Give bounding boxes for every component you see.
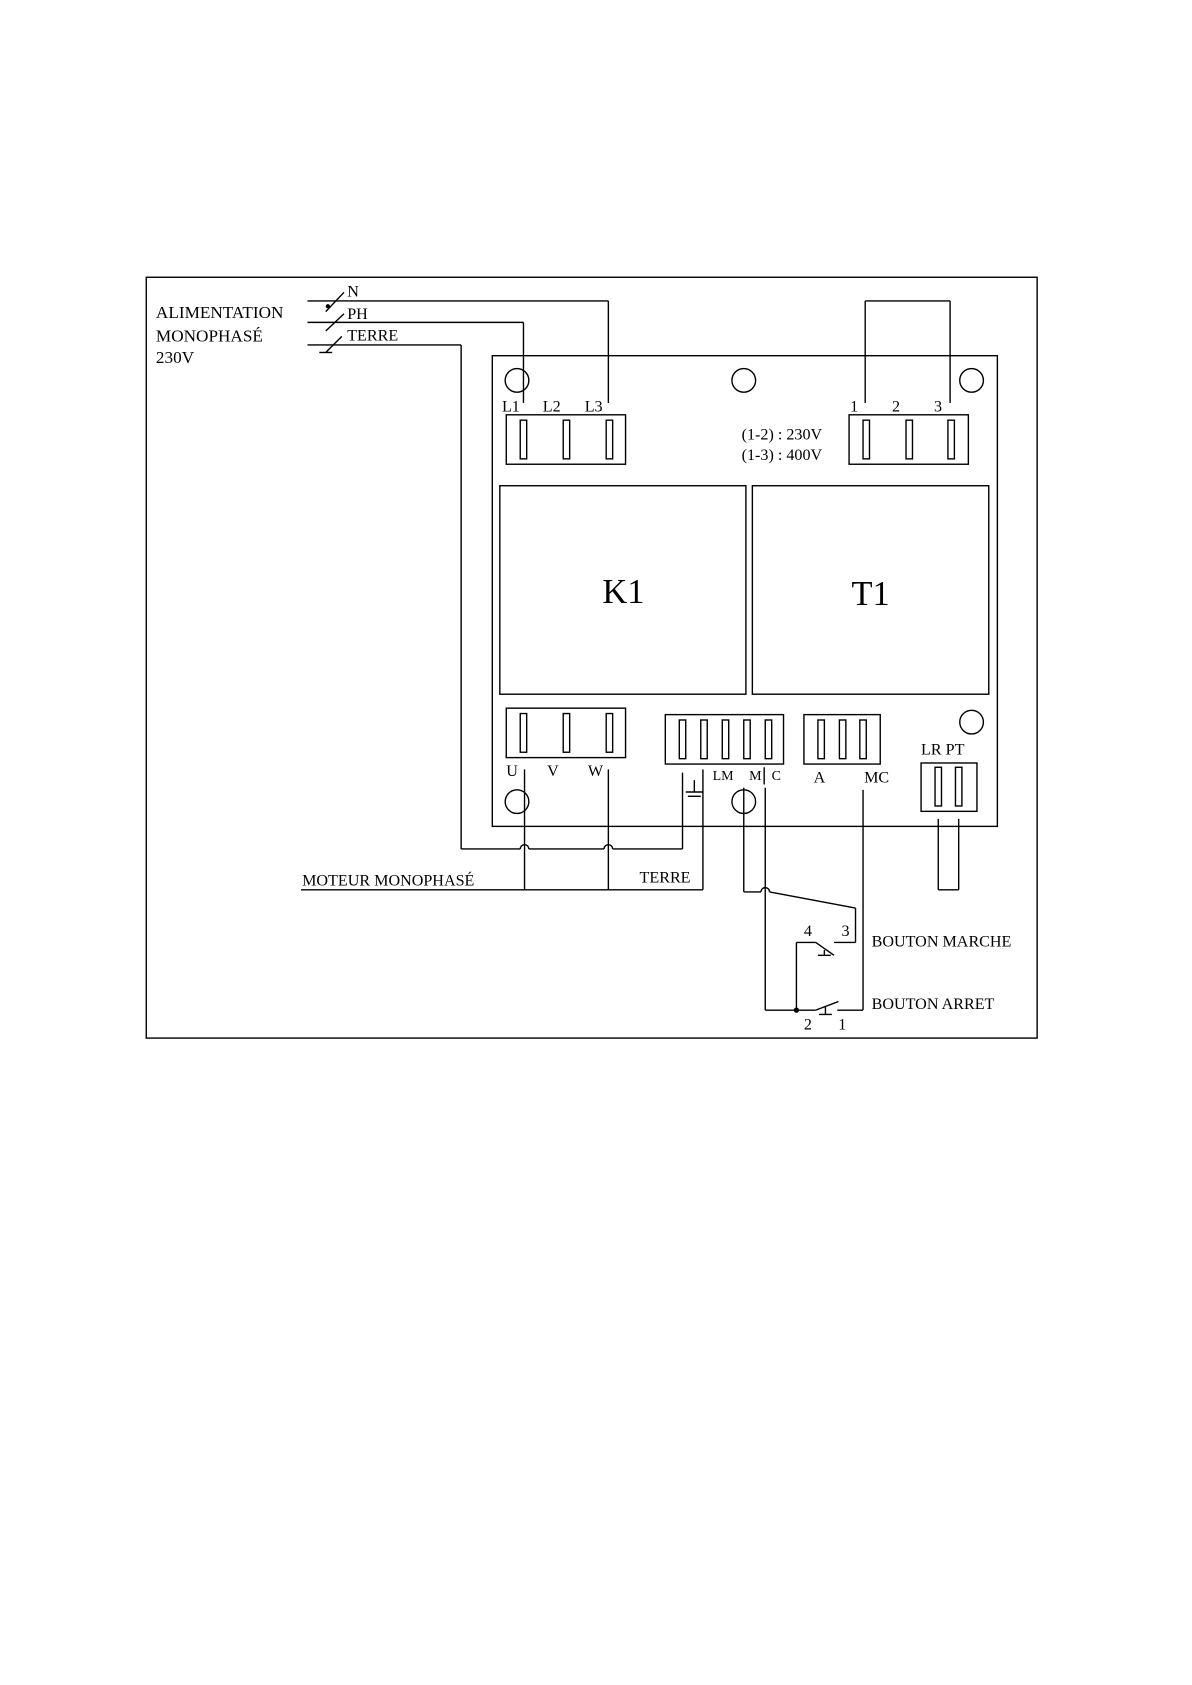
terminal-block-aux — [804, 715, 880, 764]
stop-node-2: 2 — [804, 1016, 812, 1033]
supply-label-line2: MONOPHASÉ — [156, 327, 263, 346]
transformer-link-wire — [865, 301, 950, 403]
terminal-label-1: 1 — [850, 399, 858, 416]
supply-label-line3: 230V — [156, 348, 195, 367]
terminal-block-transformer-slots — [863, 420, 954, 459]
terminal-label-w: W — [588, 763, 604, 780]
terminal-label-a: A — [814, 769, 826, 786]
start-button-label: BOUTON MARCHE — [872, 934, 1012, 951]
start-button-symbol[interactable] — [816, 942, 856, 955]
terminal-label-lm: LM — [713, 769, 735, 784]
terminal-block-output — [506, 708, 625, 757]
terminal-label-l1: L1 — [502, 399, 520, 416]
start-node-3: 3 — [842, 923, 850, 940]
motor-earth-label: TERRE — [640, 869, 691, 886]
terminal-block-lrpt — [921, 763, 977, 811]
terminal-block-transformer — [849, 415, 968, 464]
lrpt-label: LR PT — [921, 741, 965, 758]
start-node-4: 4 — [804, 923, 812, 940]
terminal-label-mc: MC — [864, 769, 889, 786]
terminal-label-u: U — [506, 763, 518, 780]
contactor-label: K1 — [602, 573, 644, 611]
terminal-block-input-slots — [520, 420, 612, 459]
terminal-label-m: M — [749, 769, 762, 784]
voltage-note-line2: (1-3) : 400V — [742, 447, 823, 464]
terminal-label-l3: L3 — [585, 399, 603, 416]
diagram-frame — [146, 277, 1037, 1038]
voltage-note-line1: (1-2) : 230V — [742, 427, 823, 444]
stop-button-symbol[interactable] — [816, 1002, 839, 1015]
earth-symbol — [686, 780, 703, 796]
wire-label-ph: PH — [347, 306, 368, 323]
terminal-block-aux-slots — [818, 720, 866, 759]
stop-node-1: 1 — [838, 1016, 846, 1033]
terminal-block-control-slots — [679, 720, 771, 759]
terminal-block-lrpt-slots — [935, 767, 962, 806]
terminal-block-output-slots — [520, 714, 612, 753]
motor-label: MOTEUR MONOPHASÉ — [302, 870, 474, 889]
terminal-label-l2: L2 — [543, 399, 561, 416]
supply-label-line1: ALIMENTATION — [156, 303, 284, 322]
wire-label-n: N — [347, 284, 359, 301]
supply-wires — [307, 292, 608, 849]
terminal-label-3: 3 — [934, 399, 942, 416]
terminal-label-c: C — [772, 769, 781, 784]
button-wires — [744, 788, 863, 1013]
wire-label-terre: TERRE — [347, 328, 398, 345]
terminal-label-v: V — [547, 763, 559, 780]
terminal-block-input — [506, 415, 625, 464]
stop-button-label: BOUTON ARRET — [872, 996, 995, 1013]
terminal-label-2: 2 — [892, 399, 900, 416]
transformer-label: T1 — [851, 575, 889, 613]
lrpt-link — [938, 819, 958, 890]
